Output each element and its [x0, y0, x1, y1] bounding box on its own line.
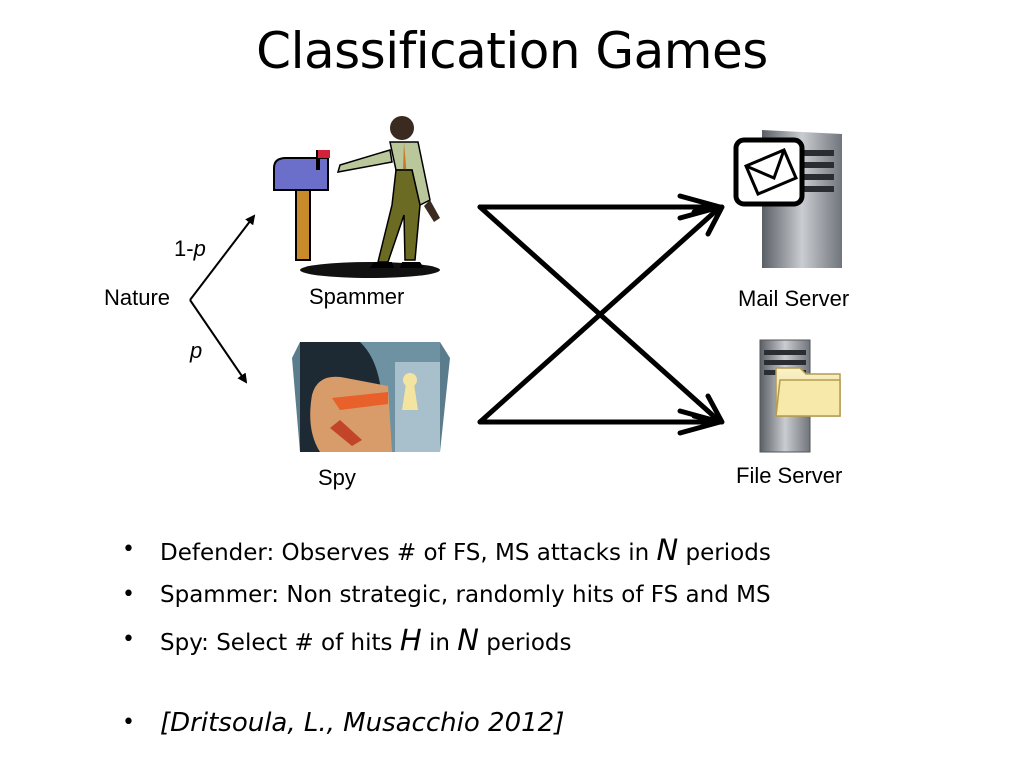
spy-icon [292, 342, 450, 452]
branch-bottom-label: p [190, 338, 202, 364]
file-server-icon [759, 339, 841, 453]
attack-arrows [477, 193, 725, 436]
nature-label: Nature [104, 285, 171, 310]
spammer-label: Spammer [309, 284, 405, 309]
branch-top-label: 1-p [174, 236, 206, 262]
bullet-defender-post: periods [685, 540, 771, 566]
branch-top-var: p [193, 236, 206, 261]
bullet-list: Defender: Observes # of FS, MS attacks i… [120, 530, 1000, 748]
spammer-icon [273, 116, 440, 278]
bullet-spammer-text: Spammer: Non strategic, randomly hits of… [160, 582, 771, 608]
bullet-spammer: Spammer: Non strategic, randomly hits of… [120, 575, 1000, 620]
branch-bottom-var: p [190, 338, 203, 363]
bullet-spy-mid: in [428, 630, 450, 656]
slide-title: Classification Games [256, 22, 768, 80]
bullet-defender-pre: Defender: Observes # of FS, MS attacks i… [160, 540, 650, 566]
arrowhead-spy-to-mail [691, 204, 725, 237]
mail-server-label: Mail Server [738, 286, 850, 311]
mail-server-icon [733, 130, 842, 268]
nature-branches [189, 214, 256, 384]
bullet-defender-var: N [656, 533, 679, 567]
bullet-spy-var-n: N [457, 623, 479, 657]
bullet-spy-post: periods [486, 630, 572, 656]
bullet-reference: [Dritsoula, L., Musacchio 2012] [120, 703, 1000, 748]
spy-label: Spy [318, 465, 356, 490]
branch-top-prefix: 1- [174, 236, 194, 261]
bullet-spy-pre: Spy: Select # of hits [160, 630, 393, 656]
bullet-spy-var-h: H [399, 623, 422, 657]
bullet-spy: Spy: Select # of hits H in N periods [120, 620, 1000, 665]
arrow-spy-to-mail [477, 206, 721, 425]
arrowhead-spy-to-file [677, 408, 723, 436]
reference-text: [Dritsoula, L., Musacchio 2012] [160, 708, 565, 738]
file-server-label: File Server [736, 463, 843, 488]
bullet-defender: Defender: Observes # of FS, MS attacks i… [120, 530, 1000, 575]
